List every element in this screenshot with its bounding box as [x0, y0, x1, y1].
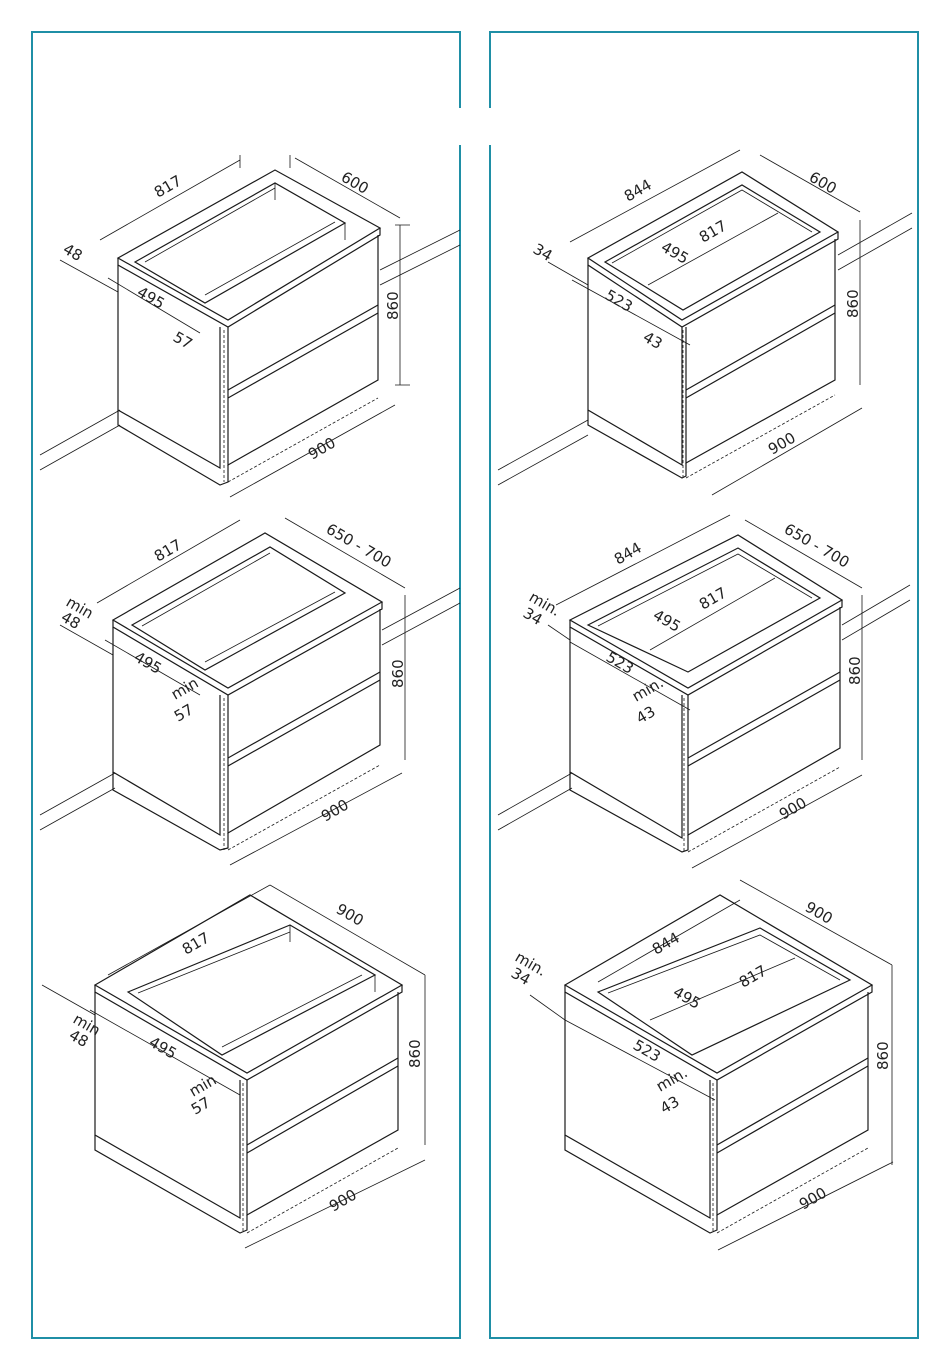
- p2-depth-label: 600: [806, 168, 840, 198]
- p3-width-base-label: 900: [318, 796, 352, 826]
- p2-bottom-min-label: 43: [640, 328, 666, 353]
- p6-width-base-label: 900: [796, 1184, 830, 1214]
- p1-width-top-label: 817: [151, 172, 185, 202]
- cabinet-diagram-2: [498, 150, 912, 495]
- cabinet-diagram-4: [498, 515, 910, 868]
- p4-bottom-min-label-a: min.: [629, 673, 667, 705]
- p6-inner-label: 495: [670, 983, 704, 1013]
- p1-inner-label: 495: [134, 283, 168, 313]
- p2-height-label: 860: [844, 289, 862, 318]
- p2-width-top-label: 844: [621, 176, 655, 206]
- p3-height-label: 860: [389, 659, 407, 688]
- p3-width-top-label: 817: [151, 536, 185, 566]
- p4-width-top-label: 844: [611, 539, 645, 569]
- p4-bottom-min-label-b: 43: [633, 702, 659, 727]
- p6-bottom-min-label-a: min.: [653, 1063, 691, 1095]
- p3-bottom-min-label-b: 57: [171, 700, 197, 725]
- p5-depth-label: 900: [333, 900, 367, 930]
- p1-depth-label: 600: [338, 168, 372, 198]
- p4-depth-label: 650 - 700: [781, 520, 853, 572]
- p5-bottom-min-label-b: 57: [188, 1093, 214, 1118]
- cabinet-diagram-3: [40, 518, 460, 865]
- p2-side-left-label: 34: [530, 240, 556, 265]
- p2-width-base-label: 900: [765, 429, 799, 459]
- p3-depth-label: 650 - 700: [323, 520, 395, 572]
- cabinet-diagram-5: [42, 885, 425, 1248]
- p6-bottom-min-label-b: 43: [657, 1092, 683, 1117]
- cabinet-diagram-1: [40, 155, 460, 497]
- p4-inner-width-label: 817: [696, 584, 730, 614]
- p5-width-base-label: 900: [326, 1186, 360, 1216]
- cabinet-diagram-6: [530, 880, 893, 1250]
- p4-outer-label: 523: [603, 648, 637, 678]
- p1-width-base-label: 900: [305, 434, 339, 464]
- p6-depth-label: 900: [802, 898, 836, 928]
- p1-bottom-min-label: 57: [170, 328, 196, 353]
- p1-side-left-label: 48: [60, 240, 86, 265]
- p6-height-label: 860: [874, 1041, 892, 1070]
- p3-inner-label: 495: [131, 648, 165, 678]
- p1-height-label: 860: [384, 291, 402, 320]
- p6-inner-width-label: 817: [736, 962, 770, 992]
- p4-inner-label: 495: [650, 606, 684, 636]
- p2-inner-width-label: 817: [696, 217, 730, 247]
- p6-outer-label: 523: [630, 1036, 664, 1066]
- p4-height-label: 860: [846, 656, 864, 685]
- p3-bottom-min-label-a: min: [168, 674, 202, 704]
- p5-height-label: 860: [406, 1039, 424, 1068]
- p2-outer-label: 523: [602, 286, 636, 316]
